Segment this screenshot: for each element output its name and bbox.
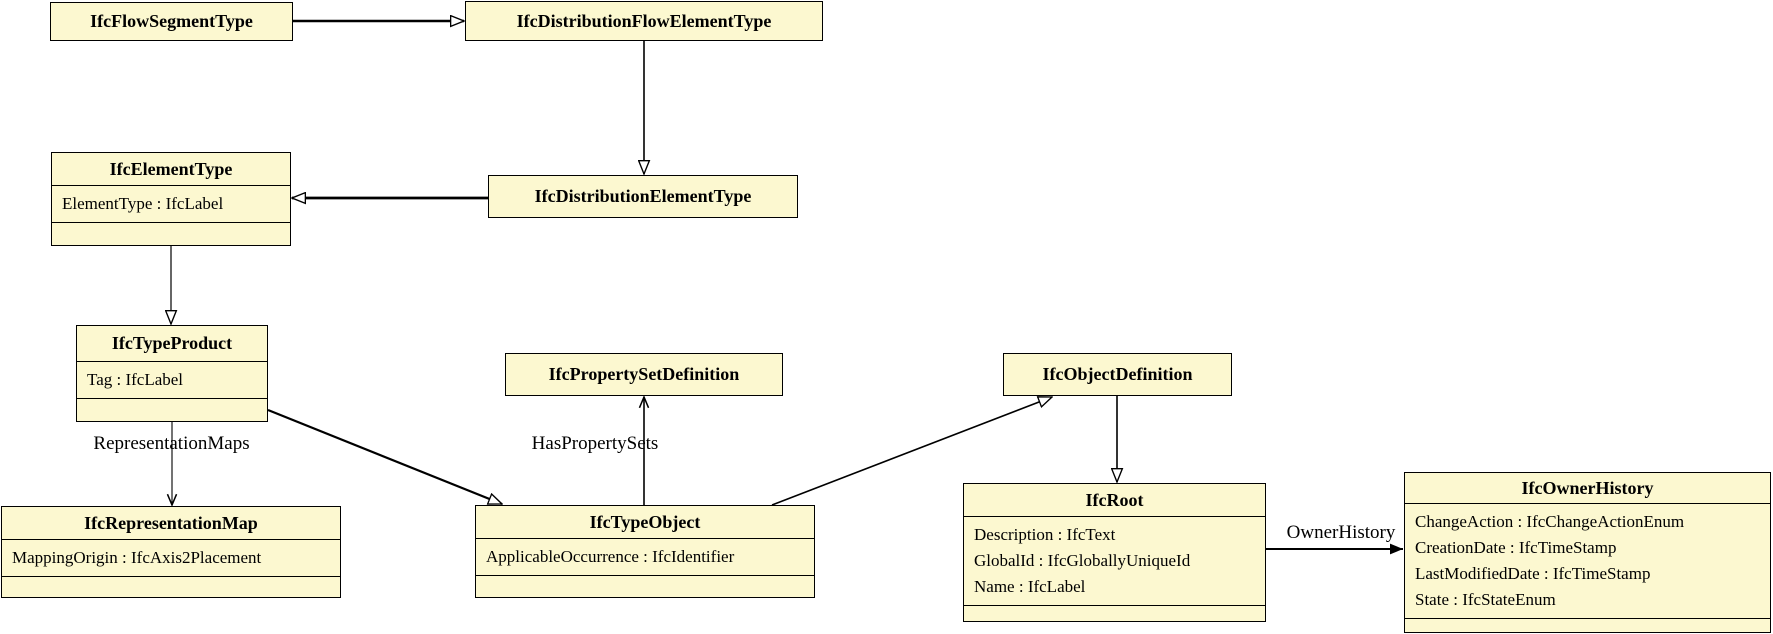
class-attribute: LastModifiedDate : IfcTimeStamp	[1415, 564, 1651, 583]
class-attribute: Tag : IfcLabel	[87, 370, 184, 389]
class-title: IfcPropertySetDefinition	[548, 364, 740, 384]
class-attribute: ElementType : IfcLabel	[62, 194, 224, 213]
class-empty-compartment	[476, 576, 814, 597]
class-title: IfcTypeProduct	[77, 326, 267, 362]
class-box-ifcdistributionflowelementtype[interactable]: IfcDistributionFlowElementType	[465, 1, 823, 41]
class-title: IfcObjectDefinition	[1042, 364, 1193, 384]
class-attribute: ApplicableOccurrence : IfcIdentifier	[486, 547, 735, 566]
edge-typeobject-to-objectdefinition	[771, 397, 1052, 506]
class-empty-compartment	[52, 223, 290, 245]
class-attribute: GlobalId : IfcGloballyUniqueId	[974, 551, 1191, 570]
class-empty-compartment	[964, 606, 1265, 621]
class-attribute: State : IfcStateEnum	[1415, 590, 1556, 609]
class-attributes: ChangeAction : IfcChangeActionEnum Creat…	[1405, 504, 1770, 619]
class-empty-compartment	[1405, 619, 1770, 632]
class-attributes: MappingOrigin : IfcAxis2Placement	[2, 540, 340, 577]
class-empty-compartment	[77, 399, 267, 421]
class-title: IfcTypeObject	[476, 506, 814, 539]
class-attribute: Description : IfcText	[974, 525, 1116, 544]
class-box-ifcelementtype[interactable]: IfcElementType ElementType : IfcLabel	[51, 152, 291, 246]
class-title: IfcFlowSegmentType	[90, 11, 253, 31]
class-empty-compartment	[2, 577, 340, 597]
class-box-ifcroot[interactable]: IfcRoot Description : IfcText GlobalId :…	[963, 483, 1266, 622]
class-box-ifcdistributionelementtype[interactable]: IfcDistributionElementType	[488, 175, 798, 218]
class-title: IfcDistributionElementType	[534, 186, 752, 206]
class-box-ifcrepresentationmap[interactable]: IfcRepresentationMap MappingOrigin : Ifc…	[1, 506, 341, 598]
class-box-ifcobjectdefinition[interactable]: IfcObjectDefinition	[1003, 353, 1232, 396]
class-attribute: CreationDate : IfcTimeStamp	[1415, 538, 1617, 557]
class-title: IfcDistributionFlowElementType	[516, 10, 772, 31]
class-title: IfcOwnerHistory	[1405, 473, 1770, 504]
class-attributes: ApplicableOccurrence : IfcIdentifier	[476, 539, 814, 576]
class-title: IfcElementType	[52, 153, 290, 186]
class-attributes: Description : IfcText GlobalId : IfcGlob…	[964, 517, 1265, 606]
class-box-ifctypeobject[interactable]: IfcTypeObject ApplicableOccurrence : Ifc…	[475, 505, 815, 598]
class-attributes: Tag : IfcLabel	[77, 362, 267, 399]
class-title: IfcRoot	[964, 484, 1265, 517]
edge-typeproduct-to-typeobject	[267, 408, 502, 506]
class-attribute: Name : IfcLabel	[974, 577, 1086, 596]
class-box-ifcflowsegmenttype[interactable]: IfcFlowSegmentType	[50, 2, 293, 41]
class-attribute: MappingOrigin : IfcAxis2Placement	[12, 548, 262, 567]
class-title: IfcRepresentationMap	[2, 507, 340, 540]
class-box-ifcownerhistory[interactable]: IfcOwnerHistory ChangeAction : IfcChange…	[1404, 472, 1771, 633]
class-attribute: ChangeAction : IfcChangeActionEnum	[1415, 512, 1685, 531]
class-attributes: ElementType : IfcLabel	[52, 186, 290, 223]
class-box-ifcpropertysetdefinition[interactable]: IfcPropertySetDefinition	[505, 353, 783, 396]
class-box-ifctypeproduct[interactable]: IfcTypeProduct Tag : IfcLabel	[76, 325, 268, 422]
